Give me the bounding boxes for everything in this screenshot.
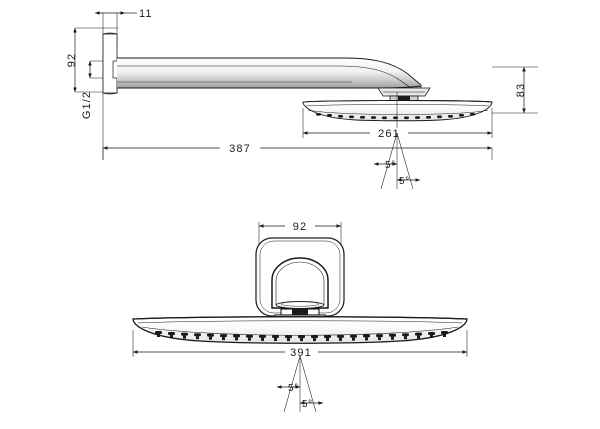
dim-label-92-side: 92 [66,53,78,67]
shower-arm-front [271,257,329,309]
angle-arrows-side [373,162,421,182]
dim-label-11: 11 [139,8,153,20]
dim-label-92-front: 92 [293,221,307,233]
dim-label-g12: G1/2 [81,91,93,119]
dim-label-angle-side-upper: 5° [385,160,396,171]
shower-arm [117,57,422,91]
dim-label-angle-side-lower: 5° [399,176,410,187]
dimension-labels: 11 92 G1/2 83 261 387 5° 5° 92 391 5° 5° [66,8,527,410]
dim-label-angle-front-lower: 5° [302,399,313,410]
spray-nozzles-front [155,331,448,342]
angle-arrows-front [276,385,324,405]
swivel-joint [377,87,431,103]
dim-label-387: 387 [229,143,251,155]
dim-label-angle-front-upper: 5° [288,383,299,394]
dim-label-83: 83 [515,83,527,97]
shower-head-front [132,316,468,344]
dim-label-261: 261 [378,128,400,140]
dim-label-391: 391 [290,347,312,359]
